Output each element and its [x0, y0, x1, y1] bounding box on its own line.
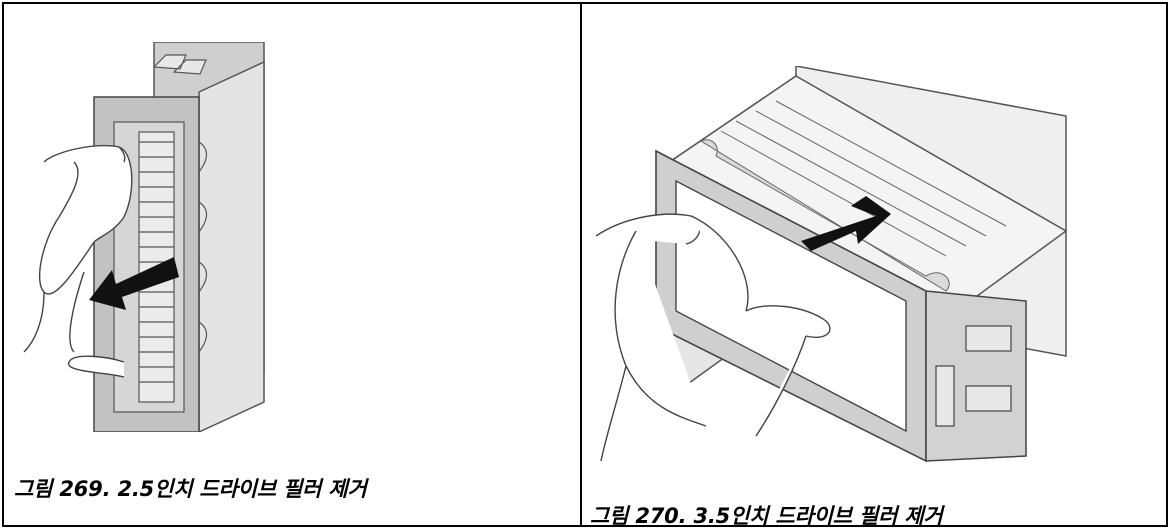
figure-cell-270: 그림 270. 3.5인치 드라이브 필러 제거: [582, 4, 1166, 528]
figure-cell-269: 그림 269. 2.5인치 드라이브 필러 제거: [4, 4, 582, 525]
drive-filler-3-5-illustration: [596, 66, 1068, 463]
arrow-icon: [801, 196, 891, 251]
drive-filler-2-5-illustration: [23, 42, 265, 432]
arrow-icon: [89, 257, 179, 310]
figure-caption: 그림 269. 2.5인치 드라이브 필러 제거: [14, 477, 367, 501]
figure-caption: 그림 270. 3.5인치 드라이브 필러 제거: [590, 504, 943, 528]
